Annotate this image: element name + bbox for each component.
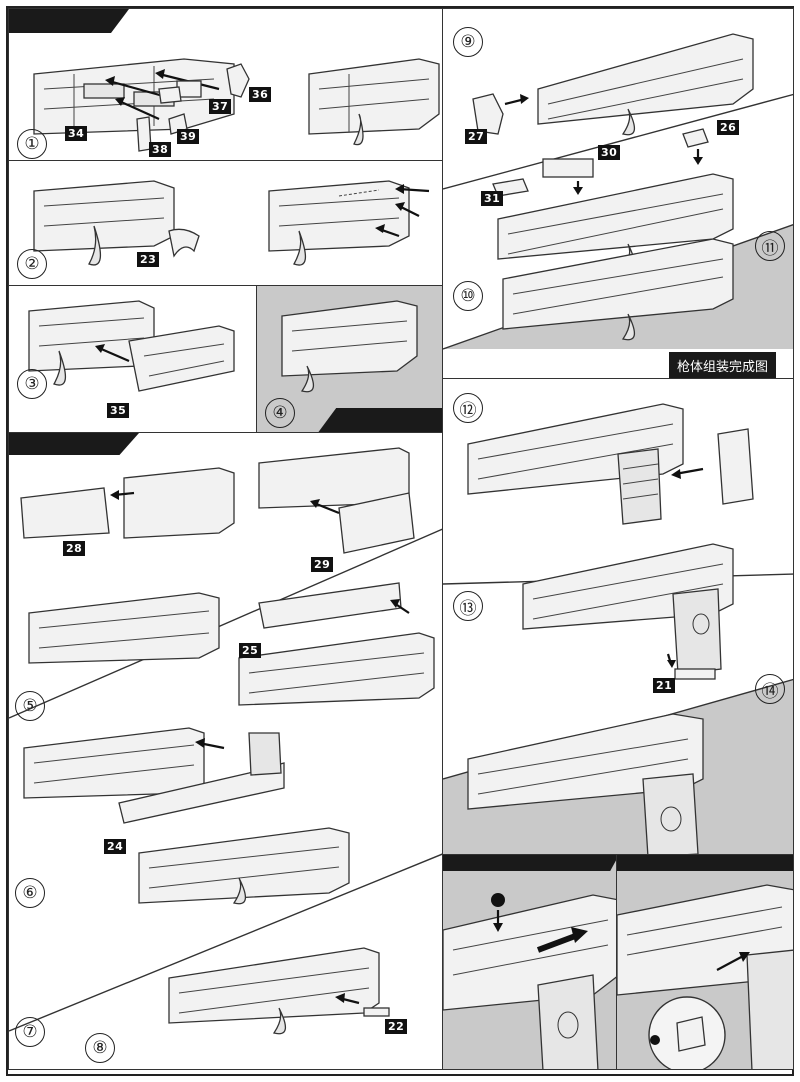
part-label-38: 38 (149, 142, 172, 157)
part-label-30: 30 (598, 145, 621, 160)
trigger-assembly-drawing (33, 180, 430, 266)
corner-tab (317, 408, 443, 432)
assembly-complete-caption: 枪体组装完成图 (669, 352, 777, 379)
step-number-8: ⑧ (85, 1033, 115, 1063)
detail-panel-right (616, 854, 794, 1070)
step-number-9: ⑨ (453, 27, 483, 57)
panel-steps-9-11: ⑨ 27 26 30 31 ⑩ ⑪ 枪体组装完成图 (442, 8, 794, 380)
slide-catch-detail-drawing (443, 893, 617, 1069)
panel-steps-12-14: ⑫ ⑬ 21 ⑭ (442, 378, 794, 856)
part-label-25: 25 (239, 643, 262, 658)
part-label-24: 24 (104, 839, 127, 854)
step-number-7: ⑦ (15, 1017, 45, 1047)
slide-top-parts-drawing (443, 33, 793, 350)
step-number-4: ④ (265, 398, 295, 428)
detail-panel-left (442, 854, 618, 1070)
part-label-31: 31 (481, 191, 504, 206)
panel-step-3: 35 ③ (8, 285, 258, 433)
part-label-23: 23 (137, 252, 160, 267)
frame-assembly-drawing (33, 58, 440, 152)
part-label-34: 34 (65, 126, 88, 141)
step-number-11: ⑪ (755, 231, 785, 261)
pin-insert-detail-drawing (617, 884, 793, 1069)
part-label-28: 28 (63, 541, 86, 556)
step-number-1: ① (17, 129, 47, 159)
step-number-2: ② (17, 249, 47, 279)
panel-steps-5-8: 28 29 25 24 22 ⑤ ⑥ ⑦ ⑧ (8, 432, 444, 1070)
step-number-14: ⑭ (755, 674, 785, 704)
part-label-36: 36 (249, 87, 272, 102)
step-number-3: ③ (17, 369, 47, 399)
corner-tab (9, 433, 139, 455)
corner-tab (443, 855, 617, 871)
step-number-5: ⑤ (15, 691, 45, 721)
panel-step-1: 36 37 34 39 38 ① (8, 8, 444, 162)
step-number-13: ⑬ (453, 591, 483, 621)
corner-tab (9, 9, 129, 33)
panel-step-4: ④ (256, 285, 444, 433)
side-cover-drawing (28, 300, 235, 392)
step-number-10: ⑩ (453, 281, 483, 311)
part-label-21: 21 (653, 678, 676, 693)
slide-assembly-drawings (9, 447, 443, 1035)
part-label-35: 35 (107, 403, 130, 418)
part-label-27: 27 (465, 129, 488, 144)
step-number-12: ⑫ (453, 393, 483, 423)
part-label-26: 26 (717, 120, 740, 135)
assembled-frame-drawing (281, 300, 418, 393)
panel-step-2: 23 ② (8, 160, 444, 286)
step-number-6: ⑥ (15, 878, 45, 908)
part-label-37: 37 (209, 99, 232, 114)
grip-assembly-drawing (443, 403, 793, 855)
part-label-29: 29 (311, 557, 334, 572)
corner-tab (617, 855, 793, 871)
part-label-22: 22 (385, 1019, 408, 1034)
part-label-39: 39 (177, 129, 200, 144)
